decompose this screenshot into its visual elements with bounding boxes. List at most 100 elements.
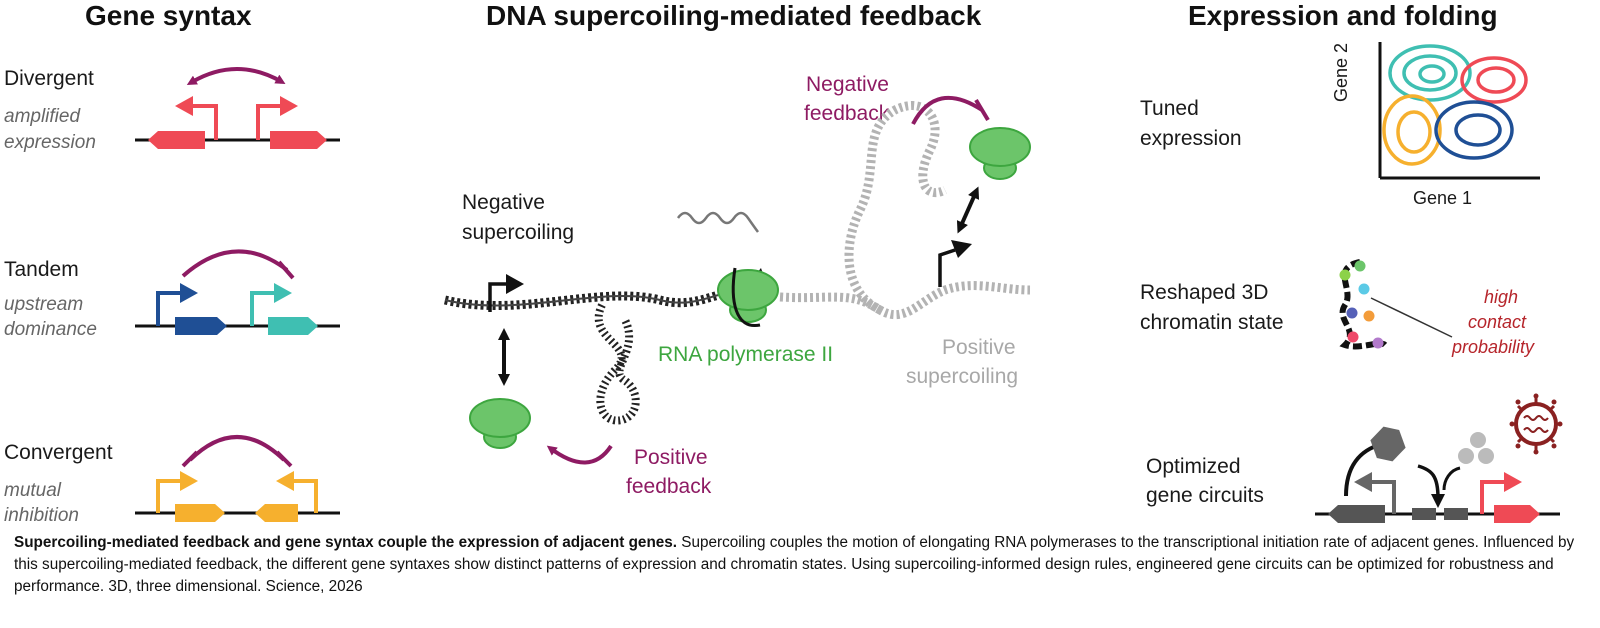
dna-helix-negative-core bbox=[444, 291, 731, 307]
positive-feedback-arc bbox=[546, 444, 613, 465]
tandem-diagram bbox=[135, 249, 340, 335]
label-contact-3: probability bbox=[1452, 337, 1535, 357]
dna-fiber bbox=[443, 101, 1031, 425]
caption-text: Supercoiling couples the motion of elong… bbox=[14, 534, 1575, 595]
label-contact-2: contact bbox=[1468, 312, 1527, 332]
label-reshaped-1: Reshaped 3D bbox=[1140, 281, 1269, 304]
convergent-diagram bbox=[135, 435, 340, 522]
virus-icon bbox=[1509, 393, 1563, 455]
negative-feedback-bar bbox=[974, 98, 990, 122]
negative-feedback-arc bbox=[911, 95, 984, 125]
dna-loop-negative bbox=[594, 303, 640, 425]
chromatin-bead-1 bbox=[1339, 269, 1351, 281]
divergent-promoter-right-head bbox=[280, 96, 298, 116]
contour-navy-inner bbox=[1454, 113, 1502, 147]
caption-bold: Supercoiling-mediated feedback and gene … bbox=[14, 534, 678, 551]
convergent-gene-right bbox=[255, 504, 298, 522]
circuit-repression-arrow-head bbox=[1431, 494, 1445, 508]
heading-feedback: DNA supercoiling-mediated feedback bbox=[486, 0, 982, 31]
label-negative-supercoiling-2: supercoiling bbox=[462, 221, 575, 244]
label-divergent-sub1: amplified bbox=[4, 106, 81, 127]
contour-orange-inner bbox=[1396, 110, 1432, 154]
convergent-promoter-left bbox=[156, 479, 182, 513]
dna-loop-positive bbox=[844, 101, 948, 315]
circuit-repression-arrow bbox=[1417, 464, 1440, 499]
circuit-gene-red bbox=[1494, 505, 1540, 523]
contour-red-outer bbox=[1460, 56, 1528, 104]
label-convergent-sub1: mutual bbox=[4, 480, 62, 501]
label-reshaped-2: chromatin state bbox=[1140, 311, 1284, 334]
tandem-inhibition-bar bbox=[277, 260, 295, 280]
divergent-promoter-left bbox=[190, 104, 218, 140]
convergent-gene-left bbox=[175, 504, 225, 522]
tandem-promoter-upstream bbox=[156, 291, 182, 326]
tandem-promoter-downstream-head bbox=[274, 283, 292, 303]
label-optimized-2: gene circuits bbox=[1146, 484, 1264, 507]
tandem-promoter-upstream-head bbox=[180, 283, 198, 303]
rna-polymerase-center bbox=[717, 267, 779, 327]
double-arrow-right bbox=[956, 186, 980, 234]
promoter-arrow-left-head bbox=[506, 274, 524, 294]
promoter-arrow-right bbox=[938, 248, 956, 287]
contour-navy-outer bbox=[1434, 100, 1514, 160]
circuit-inducer-1 bbox=[1470, 432, 1486, 448]
label-rna-polymerase: RNA polymerase II bbox=[658, 343, 834, 366]
convergent-inhibition-bar-left bbox=[181, 450, 199, 468]
label-optimized-1: Optimized bbox=[1146, 455, 1241, 478]
chromatin-bead-4 bbox=[1346, 307, 1358, 319]
tuned-expression-plot bbox=[1378, 42, 1540, 180]
divergent-promoter-right bbox=[256, 104, 282, 140]
rna-polymerase-top bbox=[969, 127, 1031, 180]
label-negative-supercoiling-1: Negative bbox=[462, 191, 545, 214]
chromatin-bead-6 bbox=[1347, 331, 1359, 343]
tandem-gene-upstream bbox=[175, 317, 227, 335]
convergent-promoter-right-head bbox=[276, 471, 294, 491]
contour-teal-outer bbox=[1388, 44, 1472, 102]
circuit-gene-grey bbox=[1328, 505, 1385, 523]
label-tandem-sub1: upstream bbox=[4, 294, 84, 315]
circuit-promoter-red bbox=[1480, 480, 1506, 514]
convergent-promoter-left-head bbox=[180, 471, 198, 491]
tandem-promoter-downstream bbox=[250, 291, 276, 326]
promoter-arrow-right-head bbox=[951, 240, 972, 258]
divergent-promoter-left-head bbox=[175, 96, 193, 116]
circuit-repression-arrow-b bbox=[1442, 466, 1461, 491]
tandem-feedback-arc bbox=[181, 249, 289, 278]
promoter-arrow-left bbox=[488, 282, 508, 312]
contact-pointer-line bbox=[1370, 297, 1453, 338]
circuit-operator-1 bbox=[1412, 508, 1436, 520]
label-convergent: Convergent bbox=[4, 441, 113, 464]
label-tandem: Tandem bbox=[4, 258, 79, 281]
chromatin-fiber bbox=[1339, 259, 1388, 350]
convergent-promoter-right bbox=[292, 479, 318, 513]
label-negative-feedback-2: feedback bbox=[804, 102, 890, 125]
chromatin-bead-7 bbox=[1372, 337, 1384, 349]
circuit-promoter-red-head bbox=[1504, 472, 1522, 492]
label-convergent-sub2: inhibition bbox=[4, 505, 79, 526]
circuit-promoter-grey-head bbox=[1354, 472, 1372, 492]
circuit-repressor-hexagon bbox=[1370, 426, 1406, 462]
label-positive-feedback-1: Positive bbox=[634, 446, 708, 469]
nascent-rna bbox=[676, 211, 760, 233]
circuit-operator-2 bbox=[1444, 508, 1468, 520]
label-tuned-1: Tuned bbox=[1140, 97, 1199, 120]
label-tuned-2: expression bbox=[1140, 127, 1242, 150]
label-negative-feedback-1: Negative bbox=[806, 73, 889, 96]
circuit-promoter-grey bbox=[1370, 480, 1396, 514]
convergent-feedback-arc bbox=[188, 435, 286, 462]
label-gene-1: Gene 1 bbox=[1413, 188, 1473, 208]
divergent-feedback-arc bbox=[186, 67, 286, 85]
chromatin-model bbox=[1339, 259, 1453, 350]
contour-orange-outer bbox=[1382, 94, 1442, 166]
dna-helix-positive bbox=[779, 281, 1031, 320]
rna-polymerase-bottom bbox=[469, 398, 531, 449]
divergent-gene-left bbox=[148, 131, 205, 149]
label-contact-1: high bbox=[1484, 287, 1519, 307]
contour-red-inner bbox=[1476, 66, 1516, 94]
convergent-inhibition-bar-right bbox=[275, 450, 293, 468]
figure-caption: Supercoiling-mediated feedback and gene … bbox=[14, 532, 1589, 598]
tandem-gene-downstream bbox=[268, 317, 318, 335]
label-tandem-sub2: dominance bbox=[4, 319, 97, 340]
contour-teal-inner bbox=[1418, 64, 1446, 84]
